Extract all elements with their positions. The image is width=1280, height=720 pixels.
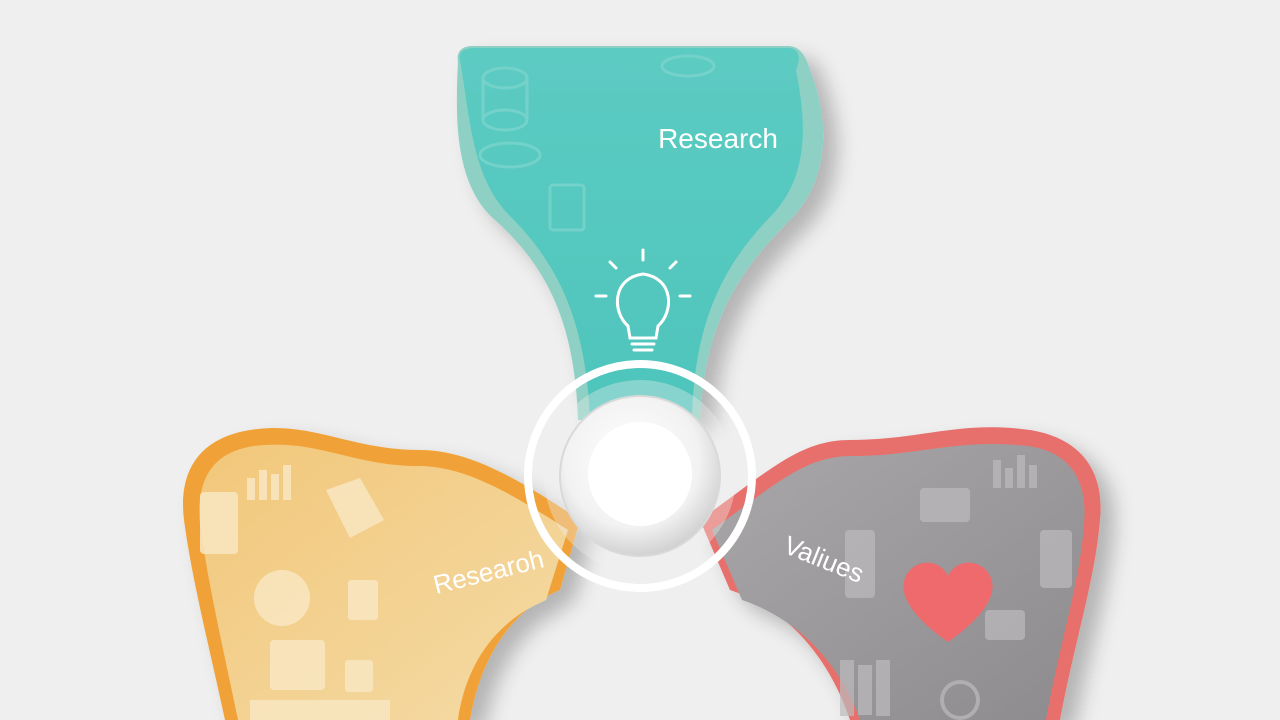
lightbulb-icon: [594, 248, 692, 352]
segment-right-faint-icons: [840, 455, 1072, 720]
segment-left: Researoh: [183, 427, 580, 720]
segment-top-fill: [459, 48, 803, 420]
segment-top-faint-icons: [478, 54, 716, 232]
segment-right: Valiues: [700, 427, 1101, 720]
segment-right-fill: [712, 443, 1085, 720]
heart-icon: [903, 562, 993, 642]
segment-top-label: Research: [658, 123, 778, 154]
hub-inner-disc: [588, 422, 692, 526]
segment-left-faint-icons: [200, 465, 390, 720]
segment-top: Research: [456, 46, 824, 420]
hub-outer-ring: [524, 360, 756, 592]
center-hub: [524, 360, 756, 592]
